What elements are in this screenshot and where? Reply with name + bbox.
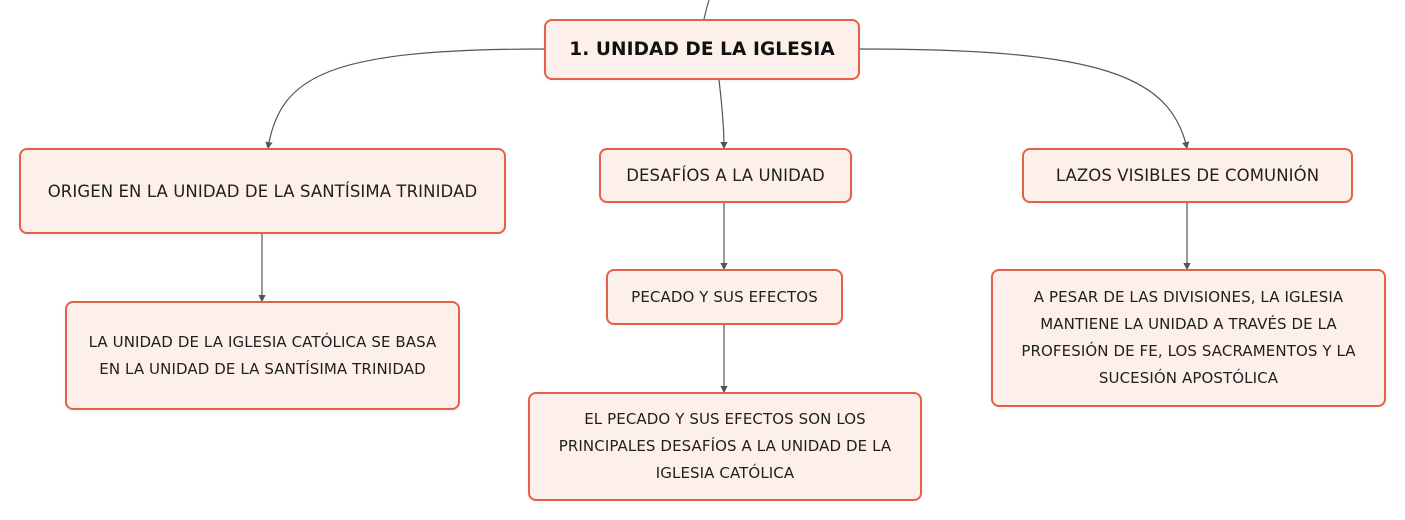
branch-node-label: LAZOS VISIBLES DE COMUNIÓN: [1055, 166, 1320, 185]
subtopic-node-label: LA UNIDAD DE LA IGLESIA CATÓLICA SE BASA…: [88, 332, 437, 378]
subtopic-node-label: A PESAR DE LAS DIVISIONES, LA IGLESIA MA…: [1021, 288, 1356, 387]
subtopic-node-pecado[interactable]: PECADO Y SUS EFECTOS: [606, 269, 843, 325]
branch-node-origen[interactable]: ORIGEN EN LA UNIDAD DE LA SANTÍSIMA TRIN…: [19, 148, 506, 234]
subtopic-node-lazos-detail[interactable]: A PESAR DE LAS DIVISIONES, LA IGLESIA MA…: [991, 269, 1386, 407]
connector-root-lazos: [859, 48, 1190, 150]
subtopic-node-label: PECADO Y SUS EFECTOS: [631, 287, 818, 306]
subtopic-node-label: EL PECADO Y SUS EFECTOS SON LOS PRINCIPA…: [558, 410, 892, 482]
connector-root-origen: [265, 48, 546, 150]
root-node-label: 1. UNIDAD DE LA IGLESIA: [569, 39, 835, 60]
branch-node-lazos[interactable]: LAZOS VISIBLES DE COMUNIÓN: [1022, 148, 1353, 203]
branch-node-label: ORIGEN EN LA UNIDAD DE LA SANTÍSIMA TRIN…: [47, 181, 478, 201]
branch-node-desafios[interactable]: DESAFÍOS A LA UNIDAD: [599, 148, 852, 203]
connector-incoming: [703, 0, 710, 20]
subtopic-node-origen-detail[interactable]: LA UNIDAD DE LA IGLESIA CATÓLICA SE BASA…: [65, 301, 460, 410]
subtopic-node-pecado-detail[interactable]: EL PECADO Y SUS EFECTOS SON LOS PRINCIPA…: [528, 392, 922, 501]
root-node[interactable]: 1. UNIDAD DE LA IGLESIA: [544, 19, 860, 80]
connector-root-desafios: [718, 79, 728, 150]
branch-node-label: DESAFÍOS A LA UNIDAD: [626, 166, 825, 185]
